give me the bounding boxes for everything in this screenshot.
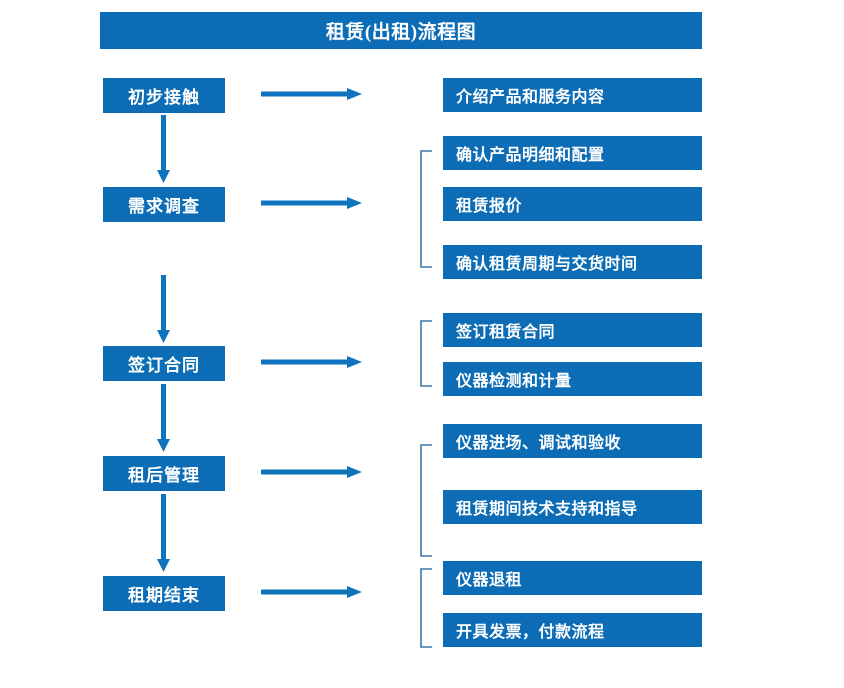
task-box[interactable]: 租赁期间技术支持和指导 [443, 490, 702, 524]
task-box[interactable]: 仪器进场、调试和验收 [443, 424, 702, 458]
task-box[interactable]: 签订租赁合同 [443, 313, 702, 347]
stage-box[interactable]: 签订合同 [103, 346, 225, 381]
connector-arrow-down-icon [156, 275, 172, 343]
connector-arrow-down-icon [156, 494, 172, 572]
connector-arrow-right-icon [261, 87, 363, 103]
task-box[interactable]: 仪器检测和计量 [443, 362, 702, 396]
group-bracket [419, 150, 433, 268]
group-bracket [419, 568, 433, 648]
task-box[interactable]: 开具发票，付款流程 [443, 613, 702, 647]
group-bracket [419, 320, 433, 387]
group-bracket [419, 444, 433, 557]
task-box[interactable]: 确认产品明细和配置 [443, 136, 702, 170]
connector-arrow-down-icon [156, 115, 172, 183]
task-box[interactable]: 介绍产品和服务内容 [443, 78, 702, 112]
connector-arrow-right-icon [261, 585, 363, 601]
connector-arrow-right-icon [261, 355, 363, 371]
connector-arrow-right-icon [261, 196, 363, 212]
task-box[interactable]: 租赁报价 [443, 187, 702, 221]
page-title: 租赁(出租)流程图 [100, 12, 702, 49]
connector-arrow-down-icon [156, 384, 172, 452]
connector-arrow-right-icon [261, 465, 363, 481]
task-box[interactable]: 仪器退租 [443, 561, 702, 595]
task-box[interactable]: 确认租赁周期与交货时间 [443, 245, 702, 279]
stage-box[interactable]: 租后管理 [103, 456, 225, 491]
stage-box[interactable]: 初步接触 [103, 78, 225, 113]
stage-box[interactable]: 需求调查 [103, 187, 225, 222]
stage-box[interactable]: 租期结束 [103, 576, 225, 611]
